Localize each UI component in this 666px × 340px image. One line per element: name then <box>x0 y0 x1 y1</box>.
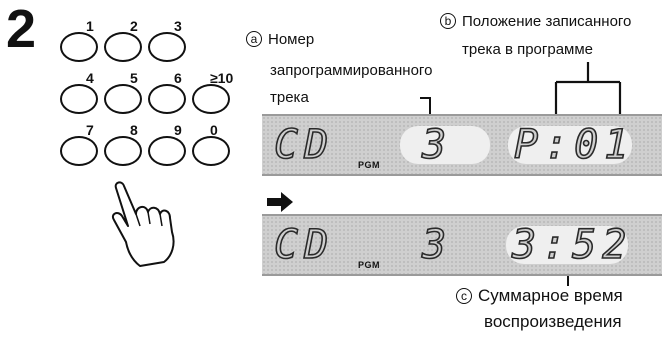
display-1-source: CD <box>273 122 335 168</box>
annotation-b-line-1: Положение записанного <box>462 13 632 30</box>
display-1-program-position: P:01 <box>513 122 635 168</box>
key-5-button[interactable] <box>104 84 142 114</box>
key-label-4: 4 <box>86 70 94 86</box>
key-label-2: 2 <box>130 18 138 34</box>
key-label-0: 0 <box>210 122 218 138</box>
key-label-3: 3 <box>174 18 182 34</box>
display-2-time-highlight <box>506 226 628 264</box>
marker-a: a <box>246 31 262 47</box>
pointing-hand-icon <box>112 181 175 267</box>
key-label-6: 6 <box>174 70 182 86</box>
display-2-pgm-indicator: PGM <box>358 260 381 270</box>
key-3-button[interactable] <box>148 32 186 62</box>
key-0-button[interactable] <box>192 136 230 166</box>
marker-b: b <box>440 13 456 29</box>
step-number: 2 <box>6 0 37 59</box>
display-1-track-number: 3 <box>421 122 453 168</box>
display-panel-1: CD PGM 3 P:01 <box>262 114 662 176</box>
annotation-track-position-in-program: b Положение записанного <box>440 12 631 32</box>
key-label-10plus: ≥10 <box>210 70 234 86</box>
key-1-button[interactable] <box>60 32 98 62</box>
annotation-a-line-2: запрограммированного <box>270 62 433 79</box>
key-7-button[interactable] <box>60 136 98 166</box>
numeric-keypad: 1 2 3 4 5 6 ≥10 7 8 9 0 <box>60 18 260 218</box>
key-6-button[interactable] <box>148 84 186 114</box>
key-label-7: 7 <box>86 122 94 138</box>
annotation-a-line-1: Номер <box>268 31 315 48</box>
key-8-button[interactable] <box>104 136 142 166</box>
display-2-source: CD <box>273 222 335 268</box>
annotation-c-line-1: Суммарное время <box>478 286 623 305</box>
key-2-button[interactable] <box>104 32 142 62</box>
marker-c: c <box>456 288 472 304</box>
key-4-button[interactable] <box>60 84 98 114</box>
display-panel-2: CD PGM 3 3:52 <box>262 214 662 276</box>
annotation-total-playback-time: c Суммарное время <box>456 286 623 306</box>
display-1-pgm-indicator: PGM <box>358 160 381 170</box>
annotation-programmed-track-number: a Номер <box>246 30 314 50</box>
key-label-9: 9 <box>174 122 182 138</box>
key-label-1: 1 <box>86 18 94 34</box>
display-1-position-highlight <box>508 126 632 164</box>
annotation-c-line-2: воспроизведения <box>484 312 622 331</box>
display-2-total-time: 3:52 <box>511 222 633 268</box>
key-9-button[interactable] <box>148 136 186 166</box>
annotation-a-line-3: трека <box>270 89 309 106</box>
key-10plus-button[interactable] <box>192 84 230 114</box>
display-1-track-highlight <box>400 126 490 164</box>
display-2-track-number: 3 <box>421 222 453 268</box>
key-label-8: 8 <box>130 122 138 138</box>
key-label-5: 5 <box>130 70 138 86</box>
annotation-b-line-2: трека в программе <box>462 41 594 58</box>
